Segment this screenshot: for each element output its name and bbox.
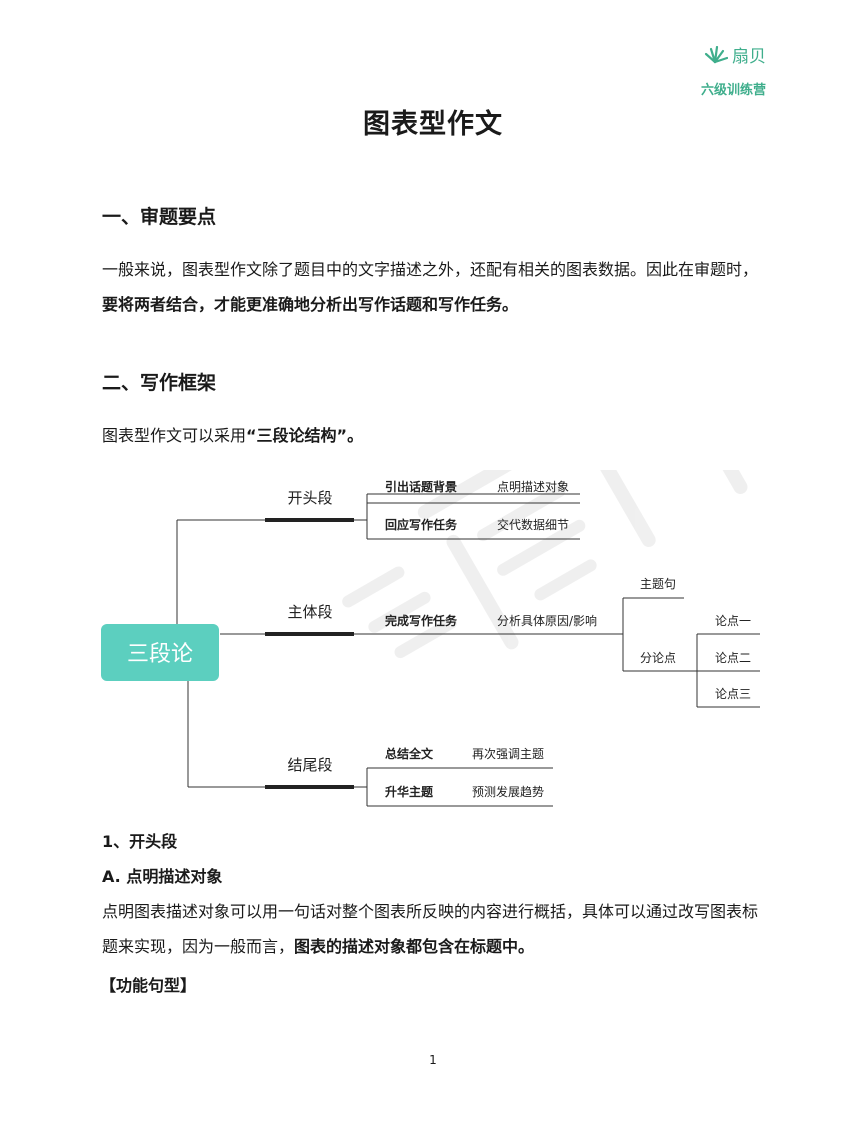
section2-intro: 图表型作文可以采用“三段论结构”。	[102, 418, 770, 453]
subsection-text: 点明图表描述对象可以用一句话对整个图表所反映的内容进行概括，具体可以通过改写图表…	[102, 902, 759, 956]
section2-intro-bold: “三段论结构”	[246, 426, 348, 445]
body-point-2: 论点二	[715, 651, 751, 665]
subsection-bold-text: 图表的描述对象都包含在标题中。	[294, 937, 535, 956]
opening-task-1: 引出话题背景	[385, 479, 457, 494]
mindmap-root	[101, 624, 219, 681]
body-points-label: 分论点	[640, 651, 676, 665]
ending-detail-1: 再次强调主题	[472, 747, 544, 761]
body-point-3: 论点三	[715, 687, 751, 701]
function-sentence-label: 【功能句型】	[100, 976, 197, 995]
opening-detail-1: 点明描述对象	[497, 480, 569, 494]
shell-icon	[704, 45, 728, 63]
section1-heading: 一、审题要点	[102, 206, 217, 228]
section1-bold-text: 要将两者结合，才能更准确地分析出写作话题和写作任务。	[102, 295, 519, 314]
ending-task-1: 总结全文	[385, 746, 434, 761]
brand-logo: 扇贝 六级训练营	[686, 42, 766, 98]
section1-text: 一般来说，图表型作文除了题目中的文字描述之外，还配有相关的图表数据。因此在审题时…	[102, 260, 759, 279]
ending-detail-2: 预测发展趋势	[472, 784, 544, 799]
mindmap-root-label: 三段论	[127, 642, 193, 667]
three-part-mindmap: 三段论 开头段 主体段 结尾段 引出话题背景 点明描述对象 回应写作任务 交代数…	[101, 470, 760, 807]
branch-opening-label: 开头段	[287, 489, 332, 507]
page-number: 1	[429, 1053, 437, 1067]
section2-heading: 二、写作框架	[102, 372, 217, 394]
section2-intro-end: 。	[347, 426, 364, 445]
subsection-heading: 1、开头段	[102, 832, 178, 851]
brand-name: 扇贝	[732, 47, 766, 67]
opening-detail-2: 交代数据细节	[497, 517, 569, 532]
body-task-1: 完成写作任务	[385, 613, 458, 628]
ending-task-2: 升华主题	[385, 784, 434, 799]
branch-ending-label: 结尾段	[287, 756, 332, 774]
section1-paragraph: 一般来说，图表型作文除了题目中的文字描述之外，还配有相关的图表数据。因此在审题时…	[102, 252, 770, 322]
body-point-1: 论点一	[715, 614, 751, 628]
subsection-subheading: A. 点明描述对象	[102, 867, 223, 886]
page-title: 图表型作文	[363, 109, 503, 140]
body-topic-sentence: 主题句	[640, 577, 676, 591]
opening-task-2: 回应写作任务	[385, 517, 458, 532]
brand-subtitle: 六级训练营	[700, 83, 766, 98]
watermark	[342, 470, 748, 659]
body-detail-1: 分析具体原因/影响	[497, 613, 597, 628]
section2-intro-text: 图表型作文可以采用	[102, 426, 247, 445]
subsection-paragraph: 点明图表描述对象可以用一句话对整个图表所反映的内容进行概括，具体可以通过改写图表…	[102, 894, 770, 964]
branch-body-label: 主体段	[287, 603, 332, 621]
